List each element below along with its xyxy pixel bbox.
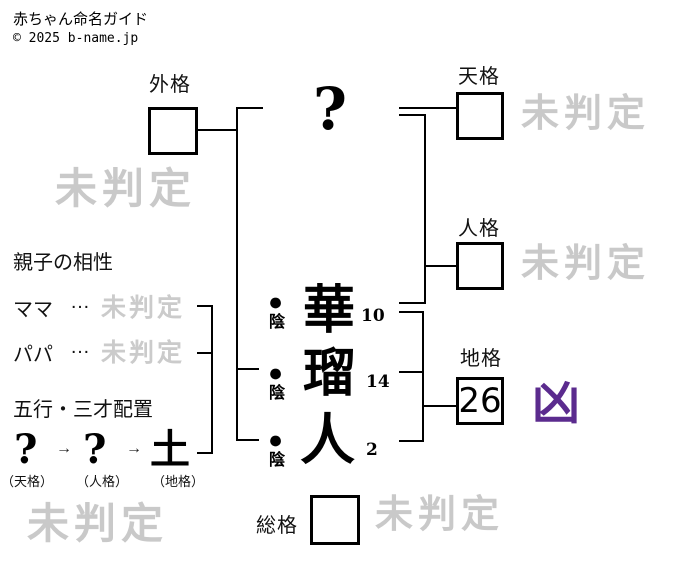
gaikaku-label: 外格 — [149, 74, 191, 96]
jinkaku-stub-bottom — [399, 302, 426, 304]
arrow-right-icon: → — [56, 440, 72, 457]
aisho-stub-gogyou — [197, 452, 213, 454]
gaikaku-bracket-vertical — [236, 107, 238, 441]
papa-leader-dots: … — [70, 336, 90, 358]
mama-label: ママ — [13, 299, 53, 321]
aisho-stub-papa — [197, 352, 213, 354]
chikaku-stub-bottom — [399, 440, 424, 442]
chikaku-stub-middle — [399, 371, 424, 373]
name-char-2: 瑠 — [303, 343, 356, 404]
watermark-pending-left: 未判定 — [55, 164, 197, 213]
chikaku-bracket-vertical — [422, 311, 424, 442]
gogyou-element-tenkaku: ? — [14, 426, 38, 473]
page-title: 赤ちゃん命名ガイド — [13, 11, 149, 28]
surname-char: ? — [313, 75, 347, 143]
arrow-right-icon: → — [126, 440, 142, 457]
yin-yang-label: 陰 — [269, 452, 286, 469]
tenkaku-connector-line — [399, 107, 456, 109]
stroke-count-3: 2 — [366, 440, 378, 460]
yin-dot-icon: ● — [268, 426, 284, 454]
gogyou-element-chikaku: 土 — [150, 426, 190, 473]
chikaku-connector-line — [422, 405, 456, 407]
jinkaku-label: 人格 — [458, 218, 500, 240]
yin-dot-icon: ● — [268, 288, 284, 316]
gogyou-kaku-label-tenkaku: （天格） — [1, 474, 54, 489]
soukaku-label: 総格 — [256, 515, 298, 537]
soukaku-box — [310, 495, 360, 545]
gaikaku-connector-line — [197, 129, 238, 131]
mama-result-pending: 未判定 — [101, 293, 186, 322]
tenkaku-label: 天格 — [458, 66, 500, 88]
yin-yang-label: 陰 — [269, 314, 286, 331]
gaikaku-stub-bottom — [236, 439, 259, 441]
jinkaku-bracket-vertical — [424, 114, 426, 304]
watermark-pending-bottom-left: 未判定 — [27, 499, 169, 548]
chikaku-stub-top — [399, 311, 424, 313]
watermark-pending-tenkaku: 未判定 — [521, 90, 651, 135]
chikaku-box: 26 — [456, 377, 504, 425]
gaikaku-stub-top — [236, 107, 263, 109]
yin-dot-icon: ● — [268, 359, 284, 387]
compatibility-title: 親子の相性 — [13, 252, 113, 274]
name-char-3: 人 — [300, 407, 356, 472]
aisho-bracket-vertical — [211, 305, 213, 454]
yin-yang-label: 陰 — [269, 385, 286, 402]
gaikaku-box — [148, 107, 198, 155]
gogyou-title: 五行・三才配置 — [13, 399, 153, 421]
watermark-pending-jinkaku: 未判定 — [521, 240, 651, 285]
papa-label: パパ — [13, 344, 53, 366]
jinkaku-box — [456, 242, 504, 290]
gogyou-element-jinkaku: ? — [83, 426, 107, 473]
aisho-stub-mama — [197, 305, 213, 307]
copyright-text: © 2025 b-name.jp — [13, 31, 139, 46]
chikaku-label: 地格 — [460, 348, 502, 370]
watermark-pending-soukaku: 未判定 — [375, 491, 505, 536]
jinkaku-connector-line — [424, 265, 456, 267]
stroke-count-2: 14 — [366, 372, 390, 392]
stroke-count-1: 10 — [361, 306, 385, 326]
chikaku-value: 26 — [458, 381, 502, 421]
chikaku-result-kyou: 凶 — [532, 375, 581, 431]
gaikaku-stub-middle — [236, 368, 259, 370]
gogyou-kaku-label-jinkaku: （人格） — [76, 474, 129, 489]
papa-result-pending: 未判定 — [101, 338, 186, 367]
mama-leader-dots: … — [70, 291, 90, 313]
name-char-1: 華 — [303, 280, 356, 341]
jinkaku-stub-top — [399, 114, 426, 116]
gogyou-kaku-label-chikaku: （地格） — [152, 474, 205, 489]
tenkaku-box — [456, 92, 504, 140]
